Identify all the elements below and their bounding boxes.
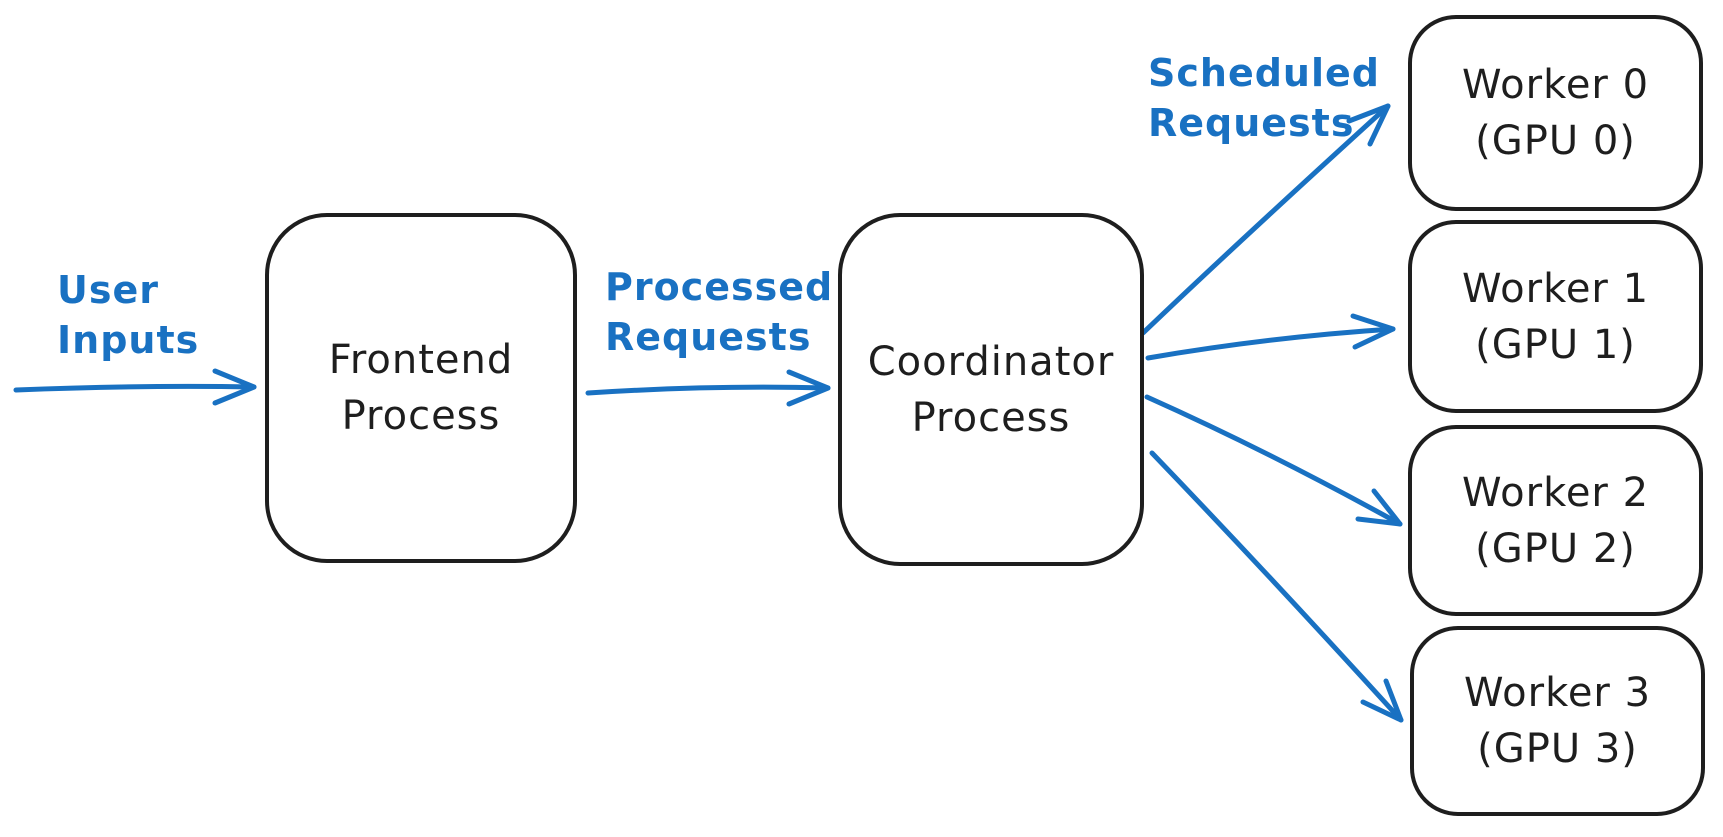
worker-2-label-line-1: Worker 2 (1461, 469, 1650, 516)
worker-3-node: Worker 3 (GPU 3) (1410, 626, 1705, 816)
worker-2-node: Worker 2 (GPU 2) (1408, 425, 1703, 616)
scheduled-requests-label-line-1: Scheduled (1148, 51, 1380, 95)
worker-1-node: Worker 1 (GPU 1) (1408, 220, 1703, 413)
frontend-process-label-line-1: Frontend (328, 337, 514, 383)
processed-requests-label: Processed Requests (605, 262, 833, 362)
worker-2-label-line-2: (GPU 2) (1475, 525, 1636, 572)
processed-requests-label-line-2: Requests (605, 315, 812, 359)
scheduled-requests-label: Scheduled Requests (1148, 48, 1380, 148)
coordinator-process-label-line-2: Process (911, 394, 1071, 441)
worker-1-label-line-1: Worker 1 (1461, 265, 1650, 312)
user-inputs-label-line-2: Inputs (57, 318, 200, 362)
scheduled-arrow-worker-1 (1145, 313, 1396, 361)
user-inputs-label-line-1: User (57, 268, 159, 312)
user-inputs-label: User Inputs (57, 265, 199, 365)
coordinator-process-node: Coordinator Process (838, 213, 1144, 566)
processed-requests-arrow (585, 369, 831, 407)
worker-0-node: Worker 0 (GPU 0) (1408, 15, 1703, 211)
scheduled-arrow-worker-3 (1149, 450, 1404, 723)
worker-0-label-line-1: Worker 0 (1461, 62, 1650, 108)
processed-requests-label-line-1: Processed (605, 265, 834, 309)
worker-0-label-line-2: (GPU 0) (1475, 118, 1636, 164)
worker-3-label-line-2: (GPU 3) (1477, 726, 1638, 772)
coordinator-process-label-line-1: Coordinator (867, 338, 1115, 385)
user-inputs-arrow (13, 368, 257, 406)
worker-3-label-line-1: Worker 3 (1463, 670, 1652, 716)
frontend-process-node: Frontend Process (265, 213, 577, 563)
scheduled-requests-label-line-2: Requests (1148, 101, 1355, 145)
worker-1-label-line-2: (GPU 1) (1475, 321, 1636, 368)
frontend-process-label-line-2: Process (341, 393, 501, 439)
scheduled-arrow-worker-2 (1144, 394, 1403, 527)
